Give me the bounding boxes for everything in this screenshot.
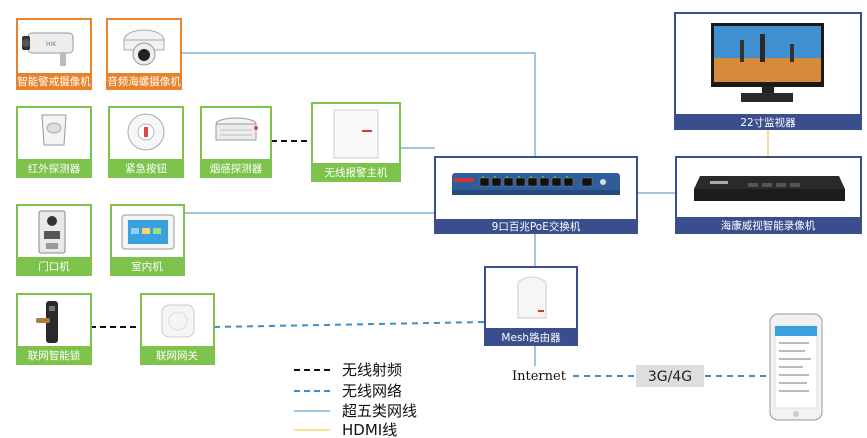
indoor-station-label: 室内机 xyxy=(131,260,163,273)
mesh-router-label: Mesh路由器 xyxy=(501,331,561,344)
device-nvr: 海康威视智能录像机 xyxy=(675,156,862,234)
smart-lock-label: 联网智能锁 xyxy=(28,349,81,362)
monitor-icon xyxy=(711,23,824,102)
panic-button-label: 紧急按钮 xyxy=(125,162,167,175)
device-monitor: 22寸监视器 xyxy=(674,12,862,130)
legend-cat5e-label: 超五类网线 xyxy=(342,402,417,420)
device-smart-lock: 联网智能锁 xyxy=(16,293,92,365)
smart-lock-icon xyxy=(36,301,58,343)
panic-button-icon xyxy=(127,113,165,151)
device-mesh-router: Mesh路由器 xyxy=(484,266,578,346)
door-station-label: 门口机 xyxy=(38,260,70,273)
alert-camera-label: 智能警戒摄像机 xyxy=(17,75,91,88)
smoke-detector-label: 烟感探测器 xyxy=(210,162,263,175)
device-iot-gateway: 联网网关 xyxy=(140,293,215,365)
device-panic-button: 紧急按钮 xyxy=(108,106,184,178)
ir-detector-icon xyxy=(41,114,67,146)
mobile-network-label: 3G/4G xyxy=(648,369,692,385)
monitor-label: 22寸监视器 xyxy=(740,116,796,129)
device-audio-dome-camera: 音频海螺摄像机 xyxy=(106,18,182,90)
poe-switch-label: 9口百兆PoE交换机 xyxy=(492,220,581,233)
nvr-icon xyxy=(694,176,845,201)
smoke-detector-icon xyxy=(215,117,258,141)
poe-switch-icon xyxy=(452,173,620,195)
router-icon xyxy=(517,276,547,319)
iot-gateway-label: 联网网关 xyxy=(156,349,198,362)
audio-dome-camera-label: 音频海螺摄像机 xyxy=(107,75,181,88)
wireless-alarm-host-label: 无线报警主机 xyxy=(325,166,388,179)
mobile-network-badge: 3G/4G xyxy=(636,365,704,387)
legend-wifi-label: 无线网络 xyxy=(342,382,402,400)
door-station-icon xyxy=(38,210,66,254)
bullet-camera-icon: HIK xyxy=(22,32,74,66)
dome-camera-icon xyxy=(123,29,165,66)
smartphone-icon xyxy=(769,313,823,421)
cable-cameras-to-switch xyxy=(180,52,536,157)
device-indoor-station: 室内机 xyxy=(110,204,185,276)
alarm-host-icon xyxy=(333,109,379,159)
device-smoke-detector: 烟感探测器 xyxy=(200,106,272,178)
legend: 无线射频 无线网络 超五类网线 HDMI线 xyxy=(294,361,417,438)
wifi-gateway-to-mesh xyxy=(213,321,486,328)
svg-text:HIK: HIK xyxy=(46,41,57,48)
device-door-station: 门口机 xyxy=(16,204,92,276)
device-ir-detector: 红外探测器 xyxy=(16,106,92,178)
internet-label: Internet xyxy=(512,369,567,384)
legend-hdmi-label: HDMI线 xyxy=(342,421,397,438)
nvr-label: 海康威视智能录像机 xyxy=(721,219,816,232)
indoor-station-icon xyxy=(121,214,175,250)
device-alert-camera: HIK 智能警戒摄像机 xyxy=(16,18,92,90)
connections xyxy=(90,52,770,377)
gateway-icon xyxy=(161,304,195,338)
ir-detector-label: 红外探测器 xyxy=(28,162,81,175)
device-wireless-alarm-host: 无线报警主机 xyxy=(311,102,401,182)
device-poe-switch: 9口百兆PoE交换机 xyxy=(434,156,638,234)
legend-rf-label: 无线射频 xyxy=(342,361,402,379)
